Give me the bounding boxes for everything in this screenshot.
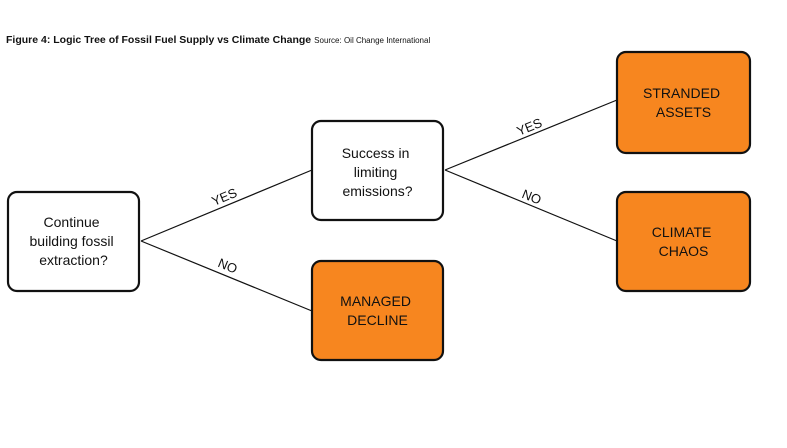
- node-managed-decline-line-1: MANAGED: [340, 293, 411, 309]
- node-stranded-assets-line-2: ASSETS: [656, 104, 711, 120]
- node-success-limiting-line-1: Success in: [342, 145, 410, 161]
- node-managed-decline-line-2: DECLINE: [347, 312, 408, 328]
- figure-title: Figure 4: Logic Tree of Fossil Fuel Supp…: [6, 34, 312, 46]
- figure-caption: Figure 4: Logic Tree of Fossil Fuel Supp…: [6, 33, 430, 47]
- edge-labels: YES NO YES NO: [209, 115, 544, 277]
- edge-continue-yes-label: YES: [209, 185, 239, 209]
- edge-success-no-label: NO: [520, 186, 544, 207]
- node-managed-decline: MANAGED DECLINE: [310, 259, 445, 362]
- node-managed-decline-box: [310, 259, 445, 362]
- node-success-limiting-line-2: limiting: [354, 164, 398, 180]
- node-climate-chaos-box: [615, 190, 752, 293]
- node-success-limiting-line-3: emissions?: [342, 183, 412, 199]
- figure-source: Source: Oil Change International: [314, 36, 431, 45]
- node-climate-chaos-line-2: CHAOS: [659, 243, 709, 259]
- node-climate-chaos-text: CLIMATE CHAOS: [652, 224, 716, 259]
- node-continue-building-line-3: extraction?: [39, 252, 108, 268]
- node-stranded-assets: STRANDED ASSETS: [615, 50, 752, 155]
- node-stranded-assets-box: [615, 50, 752, 155]
- node-managed-decline-text: MANAGED DECLINE: [340, 293, 415, 328]
- node-continue-building-line-1: Continue: [44, 214, 100, 230]
- node-climate-chaos: CLIMATE CHAOS: [615, 190, 752, 293]
- edge-continue-yes-line: [140, 169, 313, 242]
- edge-continue-no-label: NO: [216, 255, 240, 276]
- edge-continue-no-line: [140, 240, 313, 312]
- node-climate-chaos-line-1: CLIMATE: [652, 224, 712, 240]
- edge-success-yes-line: [444, 99, 618, 171]
- connectors: [140, 99, 618, 312]
- node-continue-building-text: Continue building fossil extraction?: [30, 214, 118, 268]
- node-success-limiting: Success in limiting emissions?: [310, 119, 445, 222]
- node-stranded-assets-line-1: STRANDED: [643, 85, 720, 101]
- node-stranded-assets-text: STRANDED ASSETS: [643, 85, 724, 120]
- node-continue-building-box: [6, 190, 141, 293]
- node-continue-building-line-2: building fossil: [30, 233, 114, 249]
- edge-success-no-line: [444, 169, 618, 242]
- node-continue-building: Continue building fossil extraction?: [6, 190, 141, 293]
- node-success-limiting-box: [310, 119, 445, 222]
- node-success-limiting-text: Success in limiting emissions?: [342, 145, 414, 199]
